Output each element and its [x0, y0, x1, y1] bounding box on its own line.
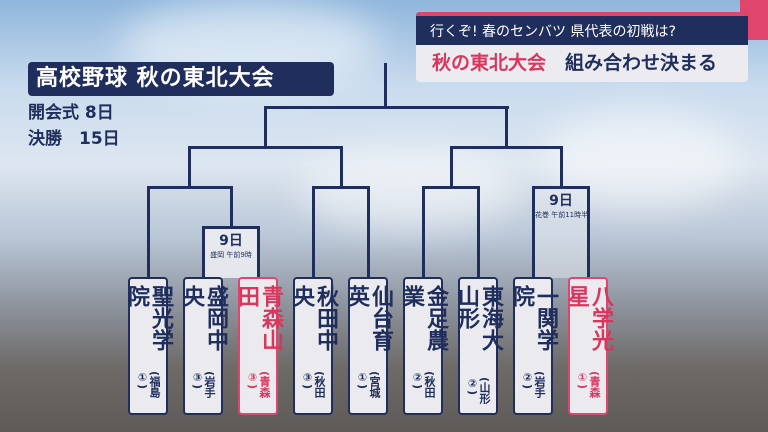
cloud: [300, 150, 520, 230]
opening-date: 開会式 8日: [28, 103, 114, 123]
team-prefecture: (秋田②): [411, 371, 436, 399]
bracket-line: [312, 186, 370, 189]
team-name: 八学光星: [564, 285, 613, 351]
bracket-line: [384, 63, 387, 108]
match-detail: 花巻 午前11時半: [535, 211, 589, 219]
bracket-line: [312, 186, 315, 278]
bracket-line: [505, 106, 508, 149]
bracket-line: [450, 146, 563, 149]
team-prefecture: (福島①): [136, 371, 161, 399]
bracket-line: [147, 186, 150, 278]
banner-text: 組み合わせ決まる: [565, 52, 718, 74]
bracket-line: [450, 146, 453, 189]
bracket-line: [264, 106, 267, 149]
team-card: 聖光学院 (福島①): [124, 277, 173, 415]
team-prefecture: (宮城①): [356, 371, 381, 399]
team-card: 仙台育英 (宮城①): [344, 277, 393, 415]
banner-line2: 秋の東北大会 組み合わせ決まる: [416, 45, 748, 82]
team-prefecture: (岩手②): [521, 371, 546, 399]
bracket-line: [147, 186, 233, 189]
match-info-morioka: 9日 盛岡 午前9時: [202, 226, 260, 278]
team-card: 一関学院 (岩手②): [509, 277, 558, 415]
banner-line1: 行くぞ! 春のセンバツ 県代表の初戦は?: [416, 12, 748, 45]
bracket-line: [230, 186, 233, 228]
team-prefecture: (秋田③): [301, 371, 326, 399]
team-card: 東海大山形 (山形②): [454, 277, 503, 415]
team-name: 盛岡中央: [179, 285, 228, 351]
news-banner: 行くぞ! 春のセンバツ 県代表の初戦は? 秋の東北大会 組み合わせ決まる: [416, 12, 748, 82]
team-prefecture: (青森①): [576, 371, 601, 399]
bracket-line: [477, 186, 480, 278]
team-name: 青森山田: [234, 285, 283, 351]
match-date: 9日: [549, 193, 573, 209]
page-title: 高校野球 秋の東北大会: [28, 62, 334, 96]
bracket-line: [340, 146, 343, 189]
team-name: 一関学院: [509, 285, 558, 351]
team-name: 東海大山形: [454, 285, 503, 351]
bracket-line: [367, 186, 370, 278]
match-info-hanamaki: 9日 花巻 午前11時半: [532, 186, 590, 278]
team-name: 仙台育英: [344, 285, 393, 351]
team-prefecture: (岩手③): [191, 371, 216, 399]
match-date: 9日: [219, 233, 243, 249]
team-card: 金足農業 (秋田②): [399, 277, 448, 415]
final-date: 決勝 15日: [28, 129, 120, 149]
bracket-line: [422, 186, 425, 278]
team-prefecture: (青森③): [246, 371, 271, 399]
banner-red-text: 秋の東北大会: [432, 52, 547, 74]
bracket-line: [422, 186, 480, 189]
team-card: 青森山田 (青森③): [234, 277, 283, 415]
team-prefecture: (山形②): [466, 376, 491, 404]
team-card: 八学光星 (青森①): [564, 277, 613, 415]
bracket-line: [188, 146, 343, 149]
bracket-line: [264, 106, 509, 109]
bracket-line: [560, 146, 563, 189]
team-name: 秋田中央: [289, 285, 338, 351]
team-card: 秋田中央 (秋田③): [289, 277, 338, 415]
team-name: 聖光学院: [124, 285, 173, 351]
team-name: 金足農業: [399, 285, 448, 351]
team-card: 盛岡中央 (岩手③): [179, 277, 228, 415]
match-detail: 盛岡 午前9時: [210, 251, 252, 259]
bracket-line: [188, 146, 191, 189]
